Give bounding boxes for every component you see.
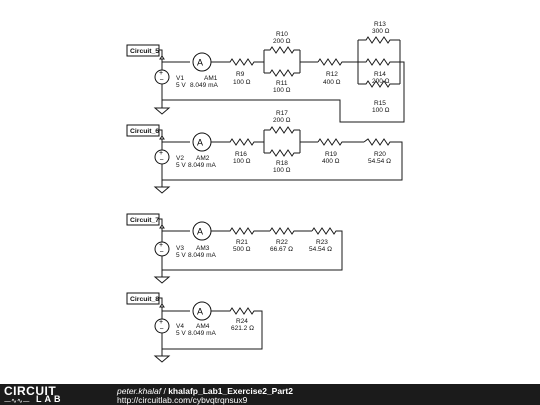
circuit-tag-label: Circuit_8 — [130, 296, 159, 303]
resistor-value: 100 Ω — [372, 107, 390, 114]
svg-text:−: − — [160, 326, 164, 333]
project-title: peter.khalaf / khalafp_Lab1_Exercise2_Pa… — [117, 386, 293, 396]
resistor-name: R13 — [374, 21, 386, 28]
logo-text-bottom: LAB — [36, 394, 64, 404]
source-name: V3 — [176, 245, 184, 252]
ammeter-reading: 8.049 mA — [190, 82, 218, 89]
resistor-name: R24 — [236, 318, 248, 325]
project-name: khalafp_Lab1_Exercise2_Part2 — [168, 386, 293, 396]
ammeter-reading: 8.049 mA — [188, 162, 216, 169]
resistor-name: R23 — [316, 239, 328, 246]
ammeter-reading: 8.049 mA — [188, 252, 216, 259]
resistor-name: R15 — [374, 100, 386, 107]
footer-bar: CIRCUIT —∿∿— LAB peter.khalaf / khalafp_… — [0, 384, 540, 405]
circuit-7: Circuit_7 + − V3 5 V A AM3 8.049 mA R21 … — [126, 213, 343, 284]
resistor-name: R11 — [276, 80, 288, 87]
svg-text:−: − — [160, 157, 164, 164]
circuit-tag-label: Circuit_6 — [130, 128, 159, 135]
svg-text:A: A — [197, 58, 203, 68]
resistor-name: R10 — [276, 31, 288, 38]
resistor-value: 100 Ω — [273, 87, 291, 94]
ammeter-name: AM2 — [196, 155, 210, 162]
ammeter-name: AM4 — [196, 323, 210, 330]
circuitlab-logo[interactable]: CIRCUIT —∿∿— LAB — [4, 384, 112, 405]
svg-text:A: A — [197, 307, 203, 317]
resistor-value: 300 Ω — [372, 28, 390, 35]
svg-text:+: + — [159, 70, 163, 77]
svg-text:−: − — [160, 249, 164, 256]
resistor-value: 400 Ω — [322, 158, 340, 165]
ammeter-name: AM1 — [204, 75, 218, 82]
ammeter-name: AM3 — [196, 245, 210, 252]
svg-text:A: A — [197, 227, 203, 237]
resistor-name: R21 — [236, 239, 248, 246]
resistor-value: 200 Ω — [273, 38, 291, 45]
project-url[interactable]: http://circuitlab.com/cybvqtrqnsux9 — [117, 395, 248, 405]
resistor-name: R14 — [374, 71, 386, 78]
resistor-value: 54.54 Ω — [368, 158, 391, 165]
resistor-value: 621.2 Ω — [231, 325, 254, 332]
svg-text:−: − — [160, 77, 164, 84]
circuit-6: Circuit_6 + − V2 5 V A AM2 8.049 mA R16 … — [126, 110, 403, 194]
author-link[interactable]: peter.khalaf — [117, 386, 162, 396]
ammeter-reading: 8.049 mA — [188, 330, 216, 337]
resistor-name: R19 — [325, 151, 337, 158]
source-value: 5 V — [176, 162, 186, 169]
resistor-value: 200 Ω — [372, 78, 390, 85]
resistor-value: 66.67 Ω — [270, 246, 293, 253]
circuit-tag-label: Circuit_5 — [130, 48, 159, 55]
resistor-name: R18 — [276, 160, 288, 167]
source-value: 5 V — [176, 82, 186, 89]
svg-text:A: A — [197, 138, 203, 148]
resistor-name: R22 — [276, 239, 288, 246]
source-name: V4 — [176, 323, 184, 330]
resistor-value: 100 Ω — [273, 167, 291, 174]
resistor-value: 100 Ω — [233, 158, 251, 165]
logo-text-top: CIRCUIT — [4, 384, 57, 398]
source-value: 5 V — [176, 252, 186, 259]
resistor-value: 100 Ω — [233, 79, 251, 86]
resistor-name: R17 — [276, 110, 288, 117]
resistor-value: 500 Ω — [233, 246, 251, 253]
svg-text:+: + — [159, 150, 163, 157]
resistor-value: 54.54 Ω — [309, 246, 332, 253]
resistor-name: R20 — [374, 151, 386, 158]
title-separator: / — [161, 386, 169, 396]
resistor-icon: —∿∿— — [4, 397, 30, 405]
resistor-value: 200 Ω — [273, 117, 291, 124]
circuit-5: Circuit_5 + − V1 5 V A AM1 8.049 mA R9 1… — [126, 21, 405, 123]
source-name: V2 — [176, 155, 184, 162]
circuit-tag-label: Circuit_7 — [130, 217, 159, 224]
source-name: V1 — [176, 75, 184, 82]
resistor-name: R16 — [235, 151, 247, 158]
source-value: 5 V — [176, 330, 186, 337]
resistor-value: 400 Ω — [323, 79, 341, 86]
resistor-name: R9 — [236, 71, 245, 78]
circuit-8: Circuit_8 + − V4 5 V A AM4 8.049 mA R24 … — [126, 292, 263, 363]
svg-text:+: + — [159, 242, 163, 249]
resistor-name: R12 — [326, 71, 338, 78]
svg-text:+: + — [159, 319, 163, 326]
